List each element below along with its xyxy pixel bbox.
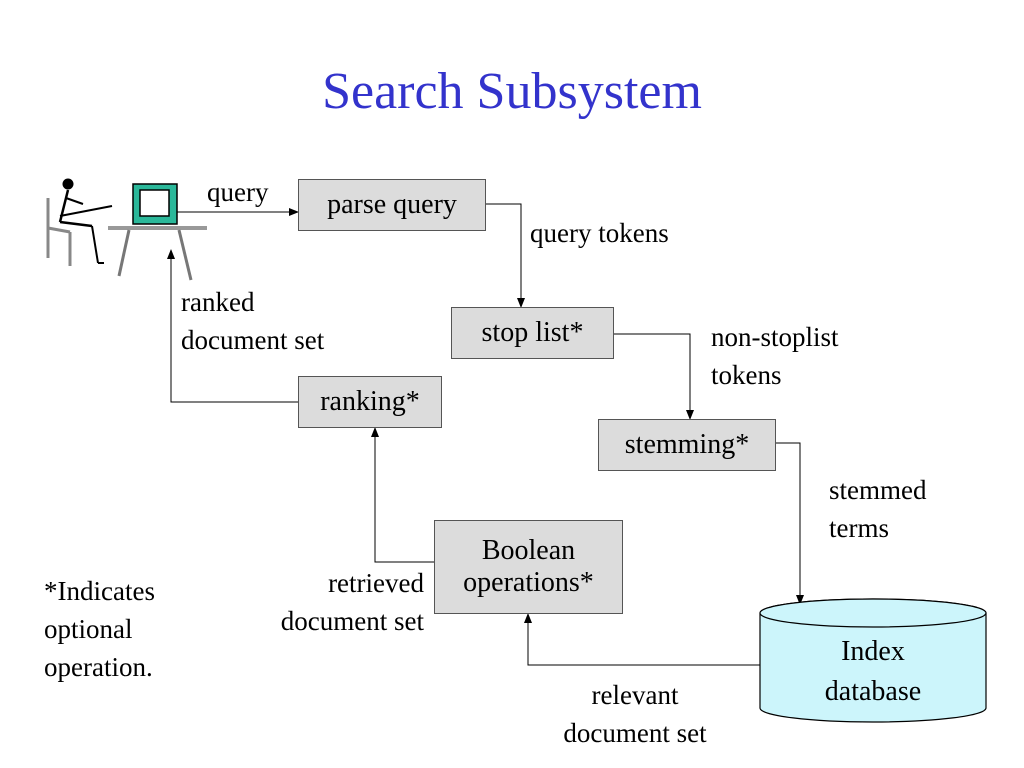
stemmed-terms-label: stemmed terms <box>829 471 926 547</box>
optional-note: *Indicates optional operation. <box>44 572 155 686</box>
ranked-set-arrow <box>167 249 298 403</box>
boolean-operations-box: Boolean operations* <box>434 520 623 614</box>
relevant-set-arrow <box>524 613 760 666</box>
stemming-label: stemming* <box>624 429 750 460</box>
boolean-label-line2: operations* <box>463 567 594 598</box>
parse-query-label: parse query <box>327 189 457 220</box>
query-tokens-arrow <box>486 203 525 308</box>
retrieved-set-label: retrieved document set <box>281 564 424 640</box>
database-label-line1: Index <box>841 636 905 667</box>
stemmed-line1: stemmed <box>829 475 927 505</box>
ranked-line2: document set <box>181 325 325 355</box>
stop-list-label: stop list* <box>481 317 584 348</box>
retrieved-line1: retrieved <box>328 568 424 598</box>
nonstop-tokens-label: non-stoplist tokens <box>711 318 839 394</box>
stop-list-box: stop list* <box>451 307 614 359</box>
parse-query-box: parse query <box>298 179 486 231</box>
query-label: query <box>207 177 269 207</box>
query-tokens-label: query tokens <box>530 218 669 248</box>
relevant-line1: relevant <box>591 680 679 710</box>
stemmed-terms-arrow <box>776 442 804 605</box>
stemming-box: stemming* <box>598 419 776 471</box>
note-line3: operation. <box>44 652 153 682</box>
ranking-box: ranking* <box>298 376 442 428</box>
ranking-label: ranking* <box>320 386 420 417</box>
retrieved-set-arrow <box>371 427 434 563</box>
note-line2: optional <box>44 614 133 644</box>
nonstop-line1: non-stoplist <box>711 322 839 352</box>
relevant-line2: document set <box>563 718 707 748</box>
boolean-label-line1: Boolean <box>481 535 576 566</box>
retrieved-line2: document set <box>280 606 424 636</box>
nonstop-line2: tokens <box>711 360 782 390</box>
database-label-line2: database <box>824 676 922 707</box>
note-line1: *Indicates <box>44 576 155 606</box>
ranked-line1: ranked <box>181 287 255 317</box>
index-database-icon <box>759 598 987 723</box>
index-database-label: Index database <box>760 632 986 712</box>
ranked-set-label: ranked document set <box>181 283 324 359</box>
page-title: Search Subsystem <box>322 63 702 120</box>
user-at-computer-icon <box>46 178 207 281</box>
nonstop-tokens-arrow <box>614 333 694 420</box>
relevant-set-label: relevant document set <box>540 676 730 752</box>
stemmed-line2: terms <box>829 513 889 543</box>
